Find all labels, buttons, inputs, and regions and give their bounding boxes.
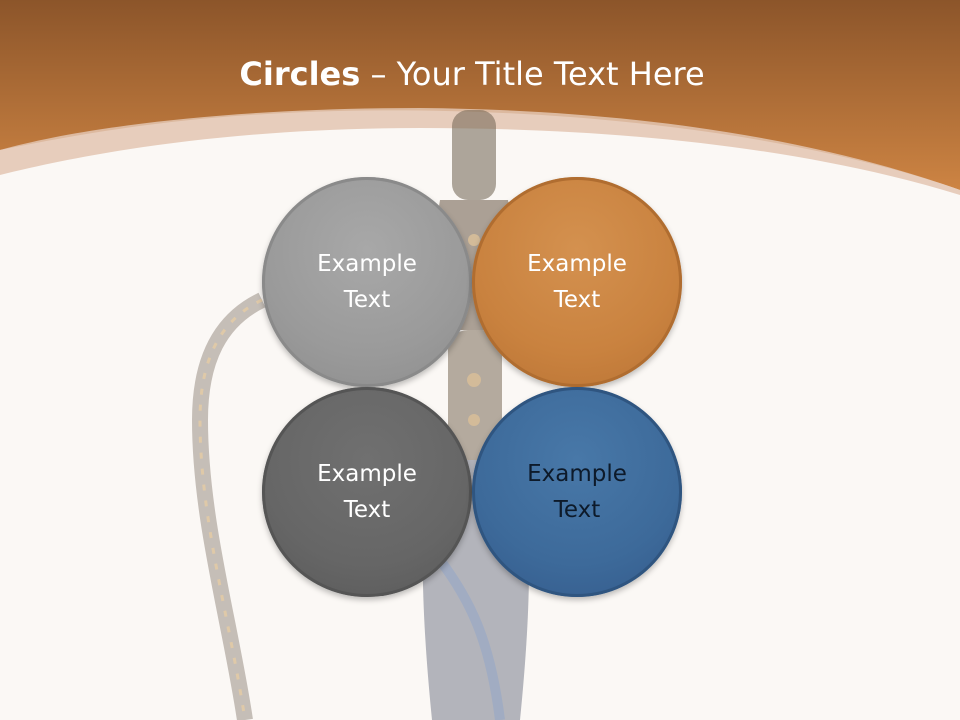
circle-label: Example Text [527,461,627,523]
slide-title: Circles – Your Title Text Here [0,52,944,96]
circle-blue[interactable]: Example Text [472,387,682,597]
circle-label: Example Text [317,461,417,523]
title-bold: Circles [239,55,361,93]
circle-gray[interactable]: Example Text [262,177,472,387]
title-rest: – Your Title Text Here [360,55,705,93]
circle-label: Example Text [317,251,417,313]
circle-label: Example Text [527,251,627,313]
header-band [0,0,960,190]
header-swoosh [0,108,960,195]
circle-dark-gray[interactable]: Example Text [262,387,472,597]
circle-orange[interactable]: Example Text [472,177,682,387]
